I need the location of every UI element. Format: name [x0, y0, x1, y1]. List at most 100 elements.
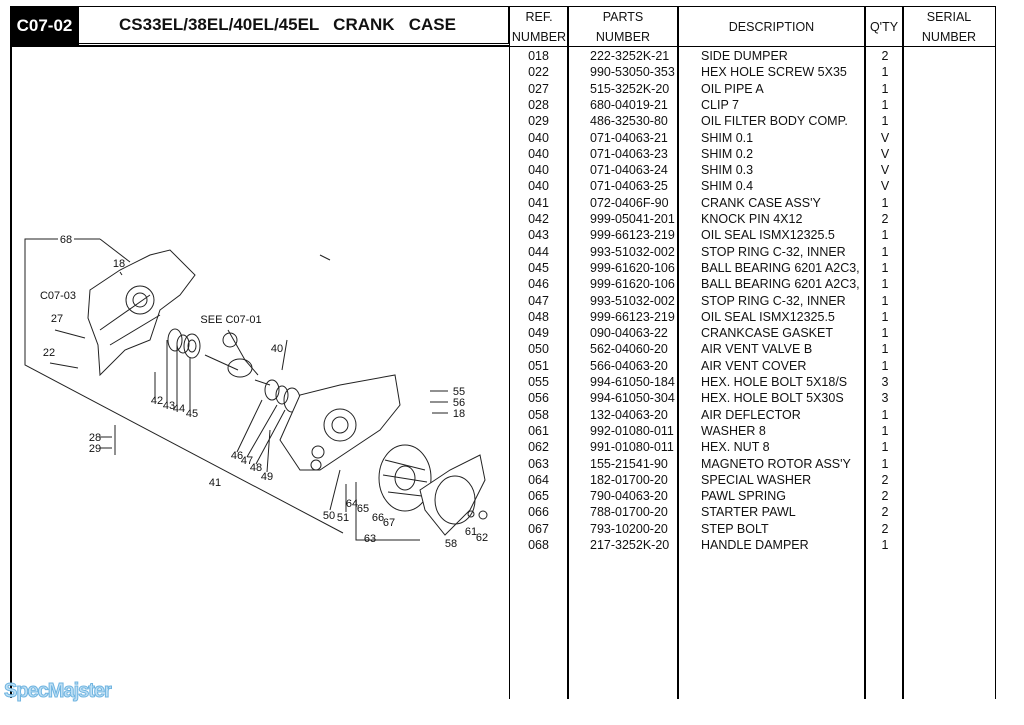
ref-number-cell: 045 [528, 260, 549, 275]
header-serial-number: SERIAL NUMBER [903, 7, 995, 46]
column-divider [567, 7, 569, 699]
column-divider [677, 7, 679, 699]
ref-number-cell: 042 [528, 212, 549, 226]
quantity-cell: 1 [881, 244, 889, 259]
description-cell: SHIM 0.2 [701, 146, 754, 161]
callout-label: 43 [163, 400, 175, 412]
quantity-cell: 1 [881, 65, 889, 80]
description-cell: KNOCK PIN 4X12 [701, 212, 803, 226]
callout-label: 41 [209, 477, 221, 489]
header-text: NUMBER [921, 29, 977, 44]
section-code: C07-02 [10, 6, 79, 46]
callout-label: 47 [241, 455, 253, 467]
ref-number-cell: 040 [528, 130, 549, 145]
callout-label: 62 [476, 532, 488, 544]
quantity-cell: 1 [881, 81, 889, 96]
header-text: PARTS [602, 9, 644, 24]
quantity-cell: 3 [881, 375, 889, 389]
callout-label: 66 [372, 512, 384, 524]
description-cell: STEP BOLT [701, 521, 769, 536]
exploded-parts-diagram: 68 18 C07-03 27 22 SEE C07-01 40 42 43 4… [24, 234, 488, 550]
ref-number-cell: 044 [528, 244, 549, 259]
ref-number-cell: 058 [528, 407, 549, 422]
parts-number-cell: 793-10200-20 [590, 521, 668, 536]
callout-label: 40 [271, 343, 283, 355]
description-cell: OIL PIPE A [701, 81, 764, 96]
parts-number-cell: 993-51032-002 [590, 244, 675, 259]
callout-label: 42 [151, 395, 163, 407]
parts-number-cell: 990-53050-353 [590, 65, 675, 80]
column-divider [902, 7, 904, 699]
quantity-cell: 1 [881, 440, 889, 455]
header-ref-number: REF. NUMBER [510, 7, 568, 46]
ref-number-cell: 046 [528, 277, 549, 292]
parts-number-cell: 992-01080-011 [590, 423, 674, 438]
parts-number-cell: 993-51032-002 [590, 293, 675, 308]
parts-number-cell: 994-61050-184 [590, 375, 675, 389]
description-cell: BALL BEARING 6201 A2C3, [701, 277, 860, 292]
table-header: REF. NUMBER PARTS NUMBER DESCRIPTION Q'T… [510, 7, 995, 47]
ref-number-cell: 029 [528, 114, 549, 129]
callout-label: 18 [453, 408, 465, 420]
header-text: SERIAL [926, 9, 972, 24]
quantity-cell: 1 [881, 114, 889, 129]
callout-label: 68 [60, 234, 72, 246]
quantity-cell: 1 [881, 407, 889, 422]
ref-number-cell: 047 [528, 293, 549, 308]
parts-number-cell: 072-0406F-90 [590, 195, 669, 210]
description-cell: STOP RING C-32, INNER [701, 244, 846, 259]
ref-number-cell: 040 [528, 163, 549, 178]
parts-number-cell: 515-3252K-20 [590, 81, 670, 96]
quantity-cell: 1 [881, 456, 889, 471]
description-cell: CRANKCASE GASKET [701, 326, 833, 341]
ref-number-cell: 061 [528, 423, 549, 438]
callout-label: 61 [465, 526, 477, 538]
description-cell: WASHER 8 [701, 423, 766, 438]
ref-number-cell: 028 [528, 97, 549, 112]
column-divider [864, 7, 866, 699]
ref-number-cell: 049 [528, 326, 549, 341]
description-cell: BALL BEARING 6201 A2C3, [701, 260, 860, 275]
header-text: NUMBER [595, 29, 651, 44]
quantity-cell: 1 [881, 260, 889, 275]
parts-number-cell: 994-61050-304 [590, 391, 675, 406]
description-cell: HEX. HOLE BOLT 5X30S [701, 391, 844, 406]
ref-number-cell: 041 [528, 195, 549, 210]
ref-number-cell: 055 [528, 375, 549, 389]
description-cell: STARTER PAWL [701, 505, 796, 520]
callout-label: 18 [113, 258, 125, 270]
quantity-cell: 1 [881, 97, 889, 112]
description-cell: CLIP 7 [701, 97, 739, 112]
ref-number-cell: 068 [528, 538, 549, 552]
quantity-cell: 1 [881, 277, 889, 292]
ref-number-cell: 040 [528, 179, 549, 194]
parts-number-cell: 217-3252K-20 [590, 538, 670, 552]
description-cell: AIR DEFLECTOR [701, 407, 801, 422]
quantity-cell: 2 [881, 489, 889, 504]
description-cell: SIDE DUMPER [701, 49, 788, 63]
parts-number-cell: 090-04063-22 [590, 326, 668, 341]
header-text: REF. [525, 9, 553, 24]
quantity-cell: 1 [881, 195, 889, 210]
description-cell: CRANK CASE ASS'Y [701, 195, 821, 210]
description-cell: AIR VENT COVER [701, 358, 807, 373]
parts-number-cell: 999-66123-219 [590, 228, 675, 243]
ref-number-cell: 064 [528, 472, 549, 487]
ref-number-cell: 018 [528, 49, 549, 63]
parts-number-cell: 562-04060-20 [590, 342, 668, 357]
callout-label: 50 [323, 510, 335, 522]
parts-number-cell: 566-04063-20 [590, 358, 668, 373]
